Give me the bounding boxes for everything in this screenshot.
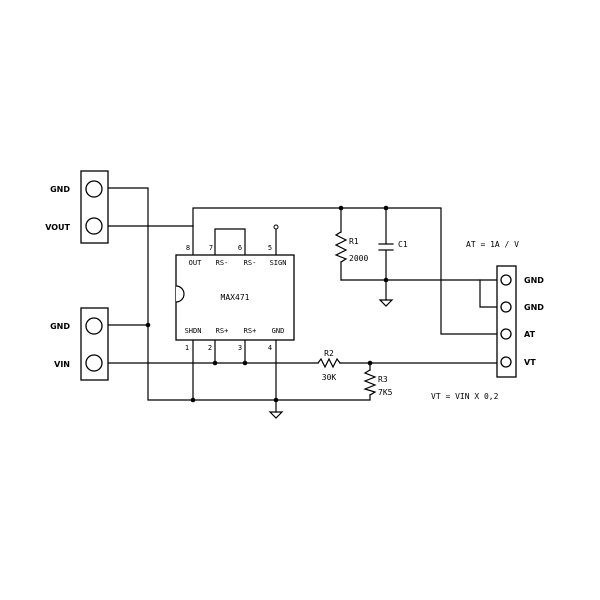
wire-sensor-gnd-link bbox=[479, 279, 498, 308]
resistor-r1-symbol bbox=[334, 231, 348, 263]
ic-pin-6-number: 6 bbox=[238, 244, 242, 252]
ic-pin-6-label: RS- bbox=[244, 259, 257, 267]
resistor-r3-name: R3 bbox=[378, 375, 388, 384]
connector-sensor-terminal-2[interactable] bbox=[500, 301, 512, 313]
connector-sensor: GND GND AT VT bbox=[496, 265, 544, 378]
connector-sensor-body bbox=[496, 265, 517, 378]
ic-pin-1-label: SHDN bbox=[185, 327, 202, 335]
ic-pin-3-number: 3 bbox=[238, 344, 242, 352]
resistor-r2-symbol bbox=[317, 357, 341, 369]
connector-input-terminal-2[interactable] bbox=[85, 354, 103, 372]
ic-pin-2-number: 2 bbox=[208, 344, 212, 352]
resistor-r3-symbol bbox=[363, 369, 377, 396]
junction-r1-top bbox=[338, 205, 344, 211]
connector-output-terminal-2[interactable] bbox=[85, 217, 103, 235]
annotation-vt-formula: VT = VIN X 0,2 bbox=[431, 392, 499, 401]
connector-sensor-pin3-label: AT bbox=[524, 330, 536, 339]
junction-r2-r3 bbox=[367, 360, 373, 366]
resistor-r3: R3 7K5 bbox=[363, 369, 393, 397]
resistor-r2: R2 30K bbox=[317, 349, 341, 382]
connector-input-pin1-label: GND bbox=[50, 322, 70, 331]
junctions bbox=[145, 205, 389, 403]
ic-pin-1-number: 1 bbox=[185, 344, 189, 352]
ic-pin-7-label: RS- bbox=[216, 259, 229, 267]
resistor-r3-value: 7K5 bbox=[378, 388, 393, 397]
resistor-r2-name: R2 bbox=[324, 349, 334, 358]
ic-pin-5-number: 5 bbox=[268, 244, 272, 252]
ic-body bbox=[175, 254, 295, 341]
connector-sensor-pin4-label: VT bbox=[524, 358, 536, 367]
connector-input: GND VIN bbox=[50, 307, 109, 381]
connector-input-pin2-label: VIN bbox=[54, 360, 70, 369]
capacitor-c1: C1 bbox=[378, 240, 408, 251]
junction-rs-plus-2 bbox=[212, 360, 218, 366]
ic-pin-4-label: GND bbox=[272, 327, 285, 335]
ground-icon-r1c1 bbox=[378, 299, 394, 307]
junction-c1-top bbox=[383, 205, 389, 211]
ic-pin-5-label: SIGN bbox=[270, 259, 287, 267]
ic-notch bbox=[175, 285, 185, 303]
junction-rs-plus-3 bbox=[242, 360, 248, 366]
junction-shdn bbox=[190, 397, 196, 403]
ic-pin-7-number: 7 bbox=[209, 244, 213, 252]
ic-pin-4-number: 4 bbox=[268, 344, 272, 352]
junction-c1-bottom bbox=[383, 277, 389, 283]
resistor-r1: R1 2000 bbox=[334, 231, 368, 263]
ic-max471: MAX471 8 OUT 7 RS- 6 RS- 5 SIGN SHDN 1 R… bbox=[175, 244, 295, 352]
ic-pin-8-label: OUT bbox=[189, 259, 202, 267]
junction-input-gnd bbox=[145, 322, 151, 328]
sign-pin-open-end bbox=[273, 224, 279, 230]
connector-sensor-terminal-3[interactable] bbox=[500, 328, 512, 340]
connector-sensor-pin1-label: GND bbox=[524, 276, 544, 285]
connector-sensor-terminal-4[interactable] bbox=[500, 356, 512, 368]
resistor-r2-value: 30K bbox=[322, 373, 337, 382]
ground-icon-ic bbox=[268, 411, 284, 419]
junction-ic-gnd bbox=[273, 397, 279, 403]
capacitor-c1-name: C1 bbox=[398, 240, 408, 249]
ic-pin-2-label: RS+ bbox=[216, 327, 229, 335]
connector-output: GND VOUT bbox=[45, 170, 109, 244]
resistor-r1-value: 2000 bbox=[349, 254, 368, 263]
ground-symbols bbox=[268, 299, 394, 419]
connector-input-terminal-1[interactable] bbox=[85, 317, 103, 335]
connector-sensor-terminal-1[interactable] bbox=[500, 274, 512, 286]
ic-pin-8-number: 8 bbox=[186, 244, 190, 252]
connector-output-pin2-label: VOUT bbox=[45, 223, 70, 232]
wires bbox=[94, 187, 498, 413]
wire-top-rail bbox=[192, 207, 498, 335]
resistor-r1-name: R1 bbox=[349, 237, 359, 246]
annotation-at-formula: AT = 1A / V bbox=[466, 240, 519, 249]
wire-output-gnd bbox=[94, 187, 371, 401]
wire-rs-minus bbox=[214, 228, 246, 256]
ic-name: MAX471 bbox=[221, 293, 250, 302]
connector-output-pin1-label: GND bbox=[50, 185, 70, 194]
connector-output-terminal-1[interactable] bbox=[85, 180, 103, 198]
ic-pin-3-label: RS+ bbox=[244, 327, 257, 335]
connector-sensor-pin2-label: GND bbox=[524, 303, 544, 312]
